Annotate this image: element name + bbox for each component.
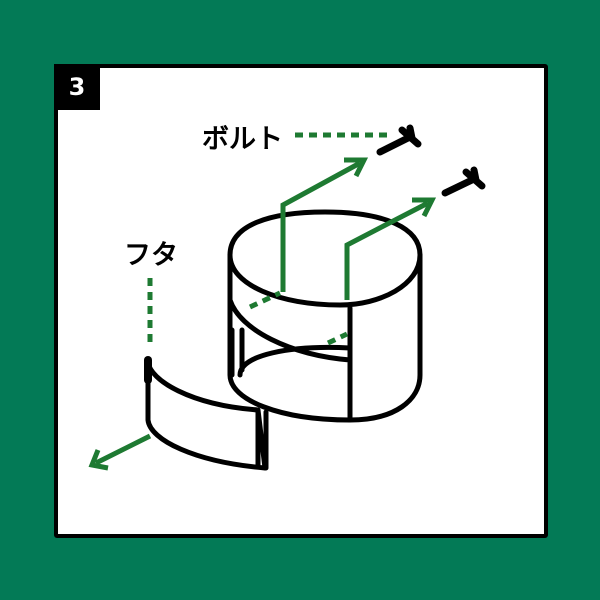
- bolt-icon: [376, 124, 422, 156]
- lid-door: [144, 356, 269, 471]
- arrow-head: [412, 197, 437, 218]
- label-lid: フタ: [124, 240, 178, 271]
- arrow-head: [344, 157, 369, 178]
- bolt-icon: [441, 166, 486, 197]
- step-number-badge: 3: [54, 64, 100, 110]
- arrow-head: [88, 449, 109, 471]
- dashed-guide-hole: [326, 331, 349, 346]
- arrow-insert-bolt: [280, 160, 362, 292]
- dashed-guide-hole: [248, 290, 282, 310]
- arrow-remove-lid: [94, 433, 152, 466]
- label-bolt: ボルト: [202, 124, 283, 155]
- cabinet-body: [227, 209, 423, 423]
- arrow-insert-bolt: [344, 200, 430, 300]
